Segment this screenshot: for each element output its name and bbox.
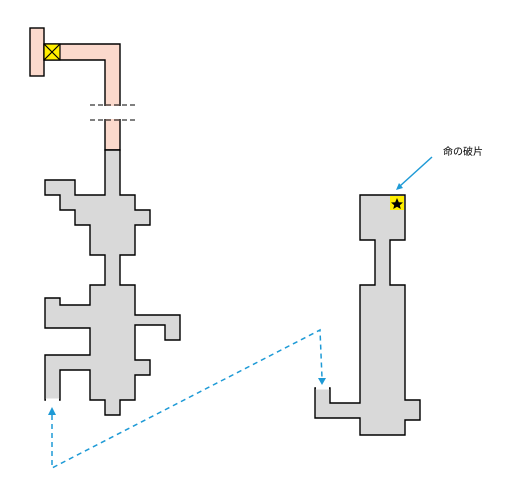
route-arrowhead-down: [318, 378, 326, 385]
right-area: [314, 194, 421, 436]
route-connection: [48, 328, 326, 470]
item-pointer-arrow: [396, 156, 433, 190]
star-icon: [390, 196, 404, 210]
route-arrowhead-up: [48, 407, 56, 415]
left-area: [44, 149, 181, 416]
corridor-gap: [104, 106, 121, 119]
entrance-stub: [29, 27, 45, 77]
crossed-box-icon: [43, 43, 61, 61]
item-label: 命の破片: [443, 147, 483, 158]
